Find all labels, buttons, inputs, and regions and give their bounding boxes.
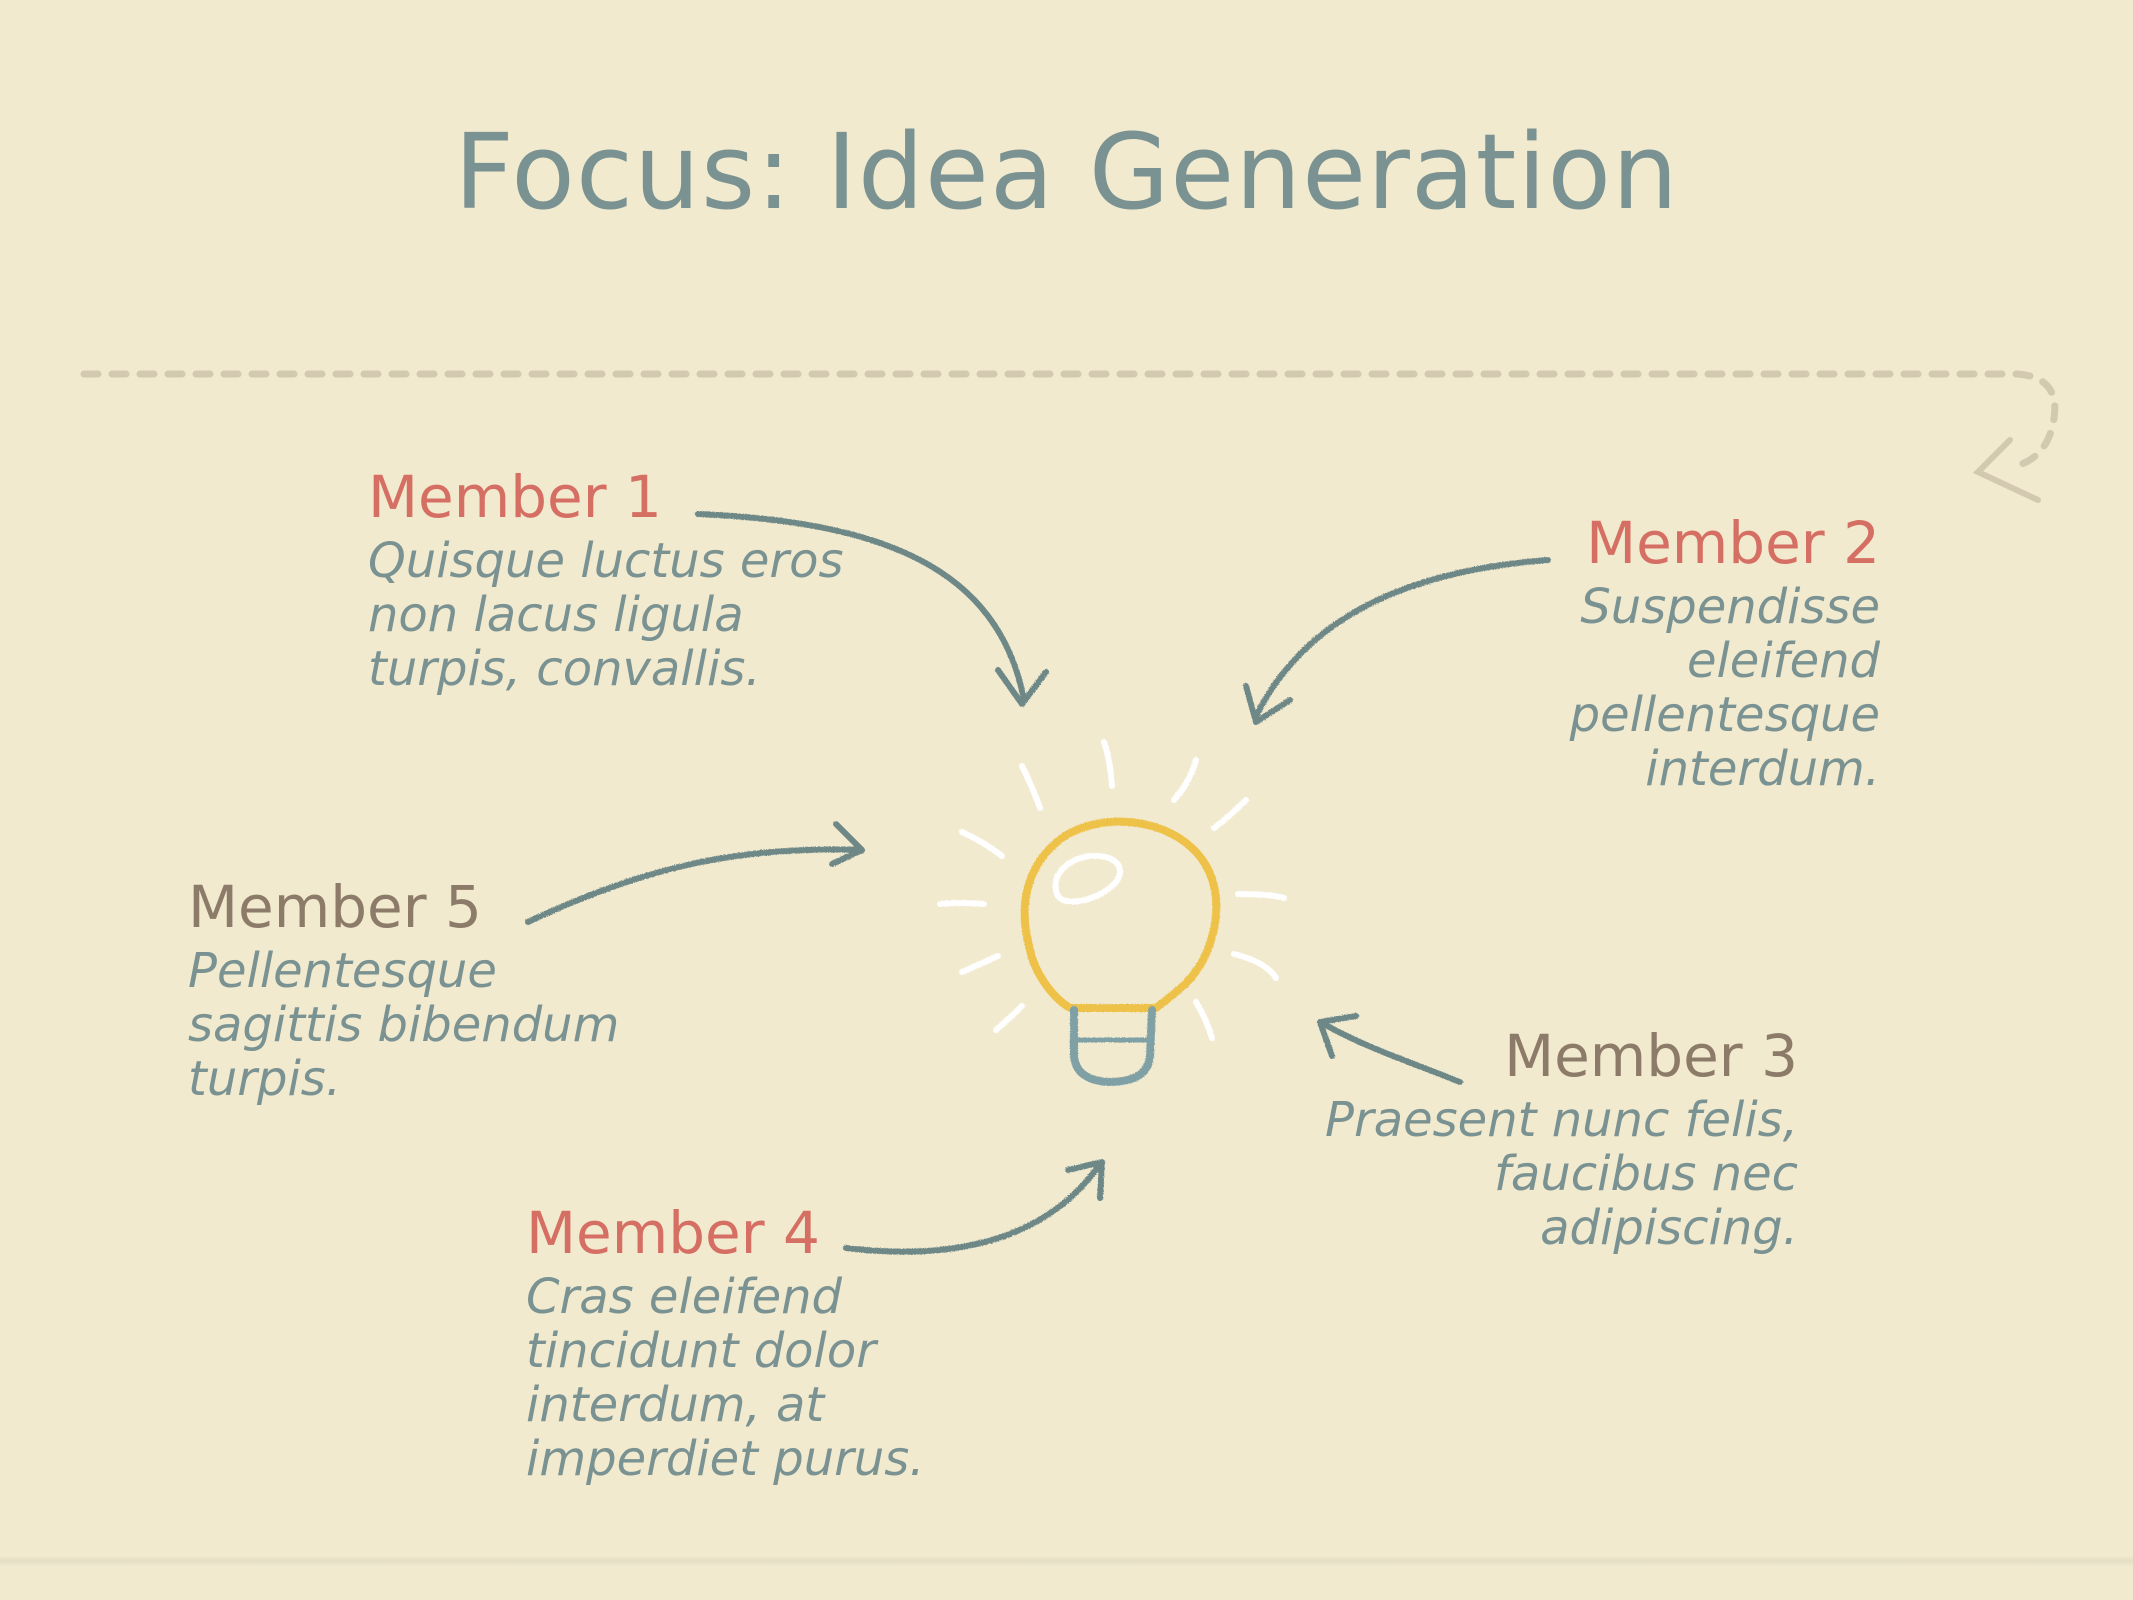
member-1-name: Member 1 xyxy=(368,463,662,531)
member-3-block: Member 3 Praesent nunc felis, faucibus n… xyxy=(1260,1027,1798,1255)
arrow-icon-member-1 xyxy=(695,511,1049,707)
member-4-name: Member 4 xyxy=(526,1199,820,1267)
member-2-name: Member 2 xyxy=(1586,509,1880,577)
member-3-name: Member 3 xyxy=(1504,1022,1798,1090)
bottom-divider xyxy=(0,1556,2133,1566)
member-2-block: Member 2 Suspendisse eleifend pellentesq… xyxy=(1380,514,1880,796)
bulb-rays xyxy=(937,739,1287,1041)
member-1-block: Member 1 Quisque luctus eros non lacus l… xyxy=(368,468,888,696)
dashed-loop-line xyxy=(80,370,2059,503)
member-5-name: Member 5 xyxy=(188,873,482,941)
lightbulb-icon xyxy=(937,739,1287,1086)
member-1-description: Quisque luctus eros non lacus ligula tur… xyxy=(368,533,844,697)
arrow-icon-member-2 xyxy=(1243,557,1551,725)
member-5-description: Pellentesque sagittis bibendum turpis. xyxy=(188,943,620,1107)
arrow-icon-member-4 xyxy=(843,1159,1105,1255)
arrow-icon-member-3 xyxy=(1317,1013,1463,1085)
member-2-description: Suspendisse eleifend pellentesque interd… xyxy=(1569,579,1880,797)
member-4-block: Member 4 Cras eleifend tincidunt dolor i… xyxy=(526,1204,1046,1486)
arrow-icon-member-5 xyxy=(525,821,865,925)
member-5-block: Member 5 Pellentesque sagittis bibendum … xyxy=(188,878,708,1106)
member-3-description: Praesent nunc felis, faucibus nec adipis… xyxy=(1325,1092,1798,1256)
page-title: Focus: Idea Generation xyxy=(454,111,1679,233)
member-4-description: Cras eleifend tincidunt dolor interdum, … xyxy=(526,1269,925,1487)
